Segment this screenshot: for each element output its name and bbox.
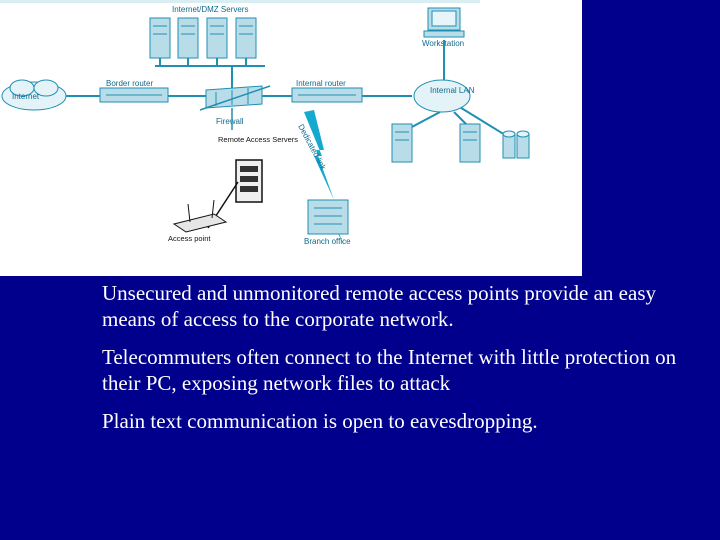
branch-office-label: Branch office	[304, 237, 351, 246]
dmz-server-icon	[236, 18, 256, 58]
dmz-server-icon	[207, 18, 227, 58]
access-point-icon	[174, 200, 226, 232]
internet-label: Internet	[12, 92, 40, 101]
network-diagram-svg: Internet/DMZ Servers	[0, 0, 582, 276]
firewall-icon	[200, 86, 270, 110]
firewall-label: Firewall	[216, 117, 244, 126]
remote-access-server-label: Remote Access Servers	[218, 135, 298, 144]
bullet-list: Unsecured and unmonitored remote access …	[102, 280, 702, 446]
internal-router-label: Internal router	[296, 79, 346, 88]
internal-lan-icon	[414, 80, 470, 112]
workstation-icon	[424, 8, 464, 37]
lan-server-icon	[460, 124, 480, 162]
bullet-item: Telecommuters often connect to the Inter…	[102, 344, 702, 396]
top-strip	[0, 0, 480, 3]
border-router-icon	[100, 88, 168, 102]
branch-office-icon	[308, 200, 348, 234]
network-diagram: Internet/DMZ Servers	[0, 0, 582, 276]
border-router-label: Border router	[106, 79, 153, 88]
storage-icon	[503, 131, 529, 158]
access-point-label: Access point	[168, 234, 211, 243]
bullet-item: Unsecured and unmonitored remote access …	[102, 280, 702, 332]
lan-server-icon	[392, 124, 412, 162]
server-bus-line	[155, 58, 265, 88]
internal-router-icon	[292, 88, 362, 102]
servers-label: Internet/DMZ Servers	[172, 5, 248, 14]
bullet-item: Plain text communication is open to eave…	[102, 408, 702, 434]
remote-access-server-icon	[236, 160, 262, 202]
dmz-server-icon	[178, 18, 198, 58]
dmz-server-icon	[150, 18, 170, 58]
internal-lan-label: Internal LAN	[430, 86, 475, 95]
